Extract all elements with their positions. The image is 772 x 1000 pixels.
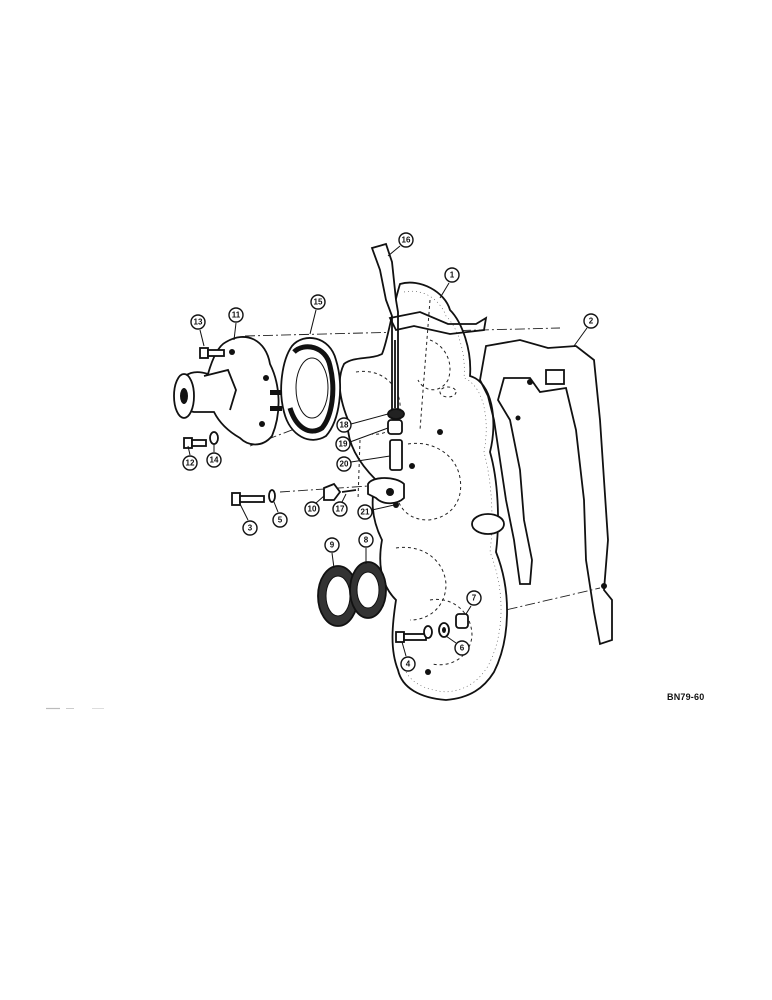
callout-5: 5 xyxy=(272,501,288,528)
callout-19: 19 xyxy=(335,427,389,452)
cap-screw-4-and-washer-6 xyxy=(395,613,469,643)
svg-text:9: 9 xyxy=(330,541,335,550)
cap-screw-3-and-washer-5 xyxy=(231,489,276,506)
callouts: 1 2 3 4 5 6 7 8 xyxy=(182,232,599,672)
callout-2: 2 xyxy=(573,313,599,347)
pump-gasket-part xyxy=(280,337,341,441)
svg-text:19: 19 xyxy=(339,440,348,449)
callout-8: 8 xyxy=(358,532,374,564)
svg-text:18: 18 xyxy=(340,421,349,430)
scan-artifact xyxy=(46,707,104,710)
callout-18: 18 xyxy=(336,413,389,433)
callout-7: 7 xyxy=(465,590,482,615)
callout-20: 20 xyxy=(336,455,391,472)
callout-14: 14 xyxy=(206,444,222,468)
pump-bolts-12-13 xyxy=(183,347,225,449)
oil-seals-8-9 xyxy=(317,561,387,627)
water-pump-part xyxy=(173,336,282,446)
callout-13: 13 xyxy=(190,314,206,347)
svg-text:15: 15 xyxy=(314,298,323,307)
svg-text:16: 16 xyxy=(402,236,411,245)
tube-assembly-parts xyxy=(387,408,405,471)
clamp-and-fasteners xyxy=(323,477,405,508)
callout-3: 3 xyxy=(239,503,258,536)
svg-text:17: 17 xyxy=(336,505,345,514)
svg-text:4: 4 xyxy=(406,660,411,669)
svg-text:2: 2 xyxy=(589,317,594,326)
callout-9: 9 xyxy=(324,537,340,569)
svg-text:5: 5 xyxy=(278,516,283,525)
svg-text:10: 10 xyxy=(308,505,317,514)
timing-gear-cover-part xyxy=(338,281,508,701)
callout-6: 6 xyxy=(445,635,470,656)
svg-text:12: 12 xyxy=(186,459,195,468)
callout-21: 21 xyxy=(357,504,395,520)
callout-16: 16 xyxy=(387,232,414,257)
figure-reference-code: BN79-60 xyxy=(667,692,705,702)
callout-11: 11 xyxy=(228,307,244,341)
callout-15: 15 xyxy=(309,294,326,335)
svg-text:14: 14 xyxy=(210,456,219,465)
callout-10: 10 xyxy=(304,495,325,517)
callout-4: 4 xyxy=(400,641,416,672)
svg-text:13: 13 xyxy=(194,318,203,327)
svg-text:1: 1 xyxy=(450,271,455,280)
callout-1: 1 xyxy=(439,267,460,299)
callout-12: 12 xyxy=(182,445,198,471)
svg-text:8: 8 xyxy=(364,536,369,545)
svg-text:11: 11 xyxy=(232,311,241,320)
svg-text:6: 6 xyxy=(460,644,465,653)
svg-text:20: 20 xyxy=(340,460,349,469)
svg-text:21: 21 xyxy=(361,508,370,517)
svg-text:7: 7 xyxy=(472,594,477,603)
cover-gasket-part xyxy=(479,339,613,646)
svg-text:3: 3 xyxy=(248,524,253,533)
callout-17: 17 xyxy=(332,493,348,517)
